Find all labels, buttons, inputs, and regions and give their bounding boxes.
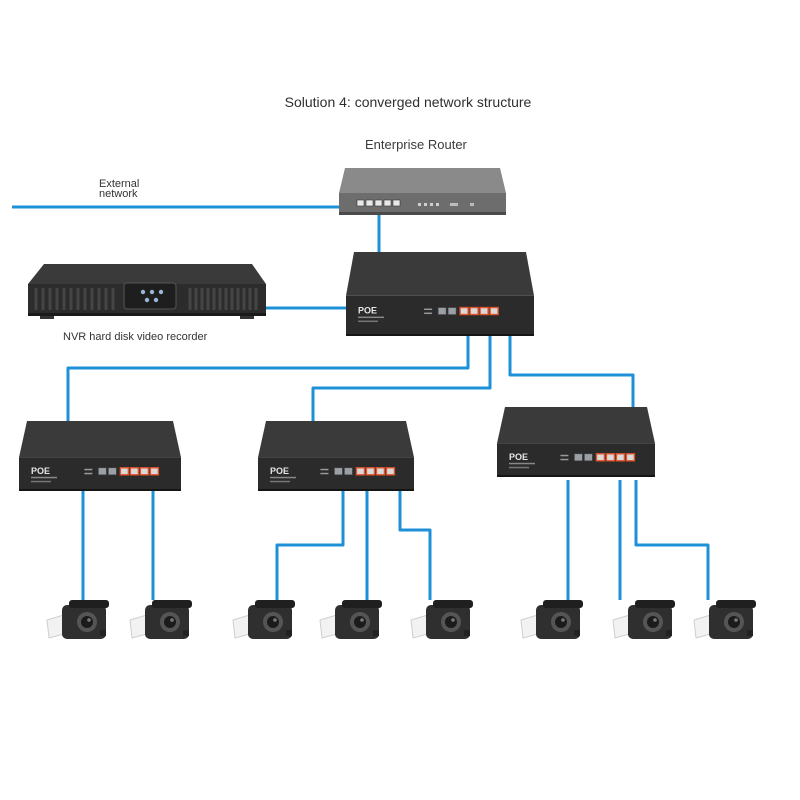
switch-brand-label: POE <box>358 306 377 316</box>
device-layer: POE POE POE POE <box>19 168 756 639</box>
bullet-camera-icon <box>232 600 295 639</box>
bullet-camera-icon <box>693 600 756 639</box>
external-network-label: External network <box>99 178 140 200</box>
cable-layer <box>12 205 710 600</box>
external-label-line2: network <box>99 188 138 200</box>
nvr-label: NVR hard disk video recorder <box>63 331 208 343</box>
bullet-camera-icon <box>520 600 583 639</box>
switch-brand-label: POE <box>509 452 528 462</box>
poe-switch-icon: POE <box>497 407 655 477</box>
bullet-camera-icon <box>46 600 109 639</box>
switch-brand-label: POE <box>270 466 289 476</box>
cable-9 <box>275 490 345 600</box>
cable-11 <box>398 490 432 600</box>
switch-brand-label: POE <box>31 466 50 476</box>
poe-switch-icon: POE <box>19 421 181 491</box>
cable-5 <box>311 335 492 422</box>
bullet-camera-icon <box>319 600 382 639</box>
diagram-title: Solution 4: converged network structure <box>284 94 532 110</box>
nvr-icon <box>28 264 266 319</box>
poe-switch-icon: POE <box>258 421 414 491</box>
cable-6 <box>508 335 635 408</box>
bullet-camera-icon <box>410 600 473 639</box>
cable-4 <box>66 335 470 425</box>
router-icon <box>339 168 506 215</box>
bullet-camera-icon <box>612 600 675 639</box>
bullet-camera-icon <box>129 600 192 639</box>
external-label-line1: External <box>99 178 140 190</box>
router-label: Enterprise Router <box>365 137 467 152</box>
poe-switch-icon: POE <box>346 252 534 336</box>
cable-14 <box>634 480 710 600</box>
